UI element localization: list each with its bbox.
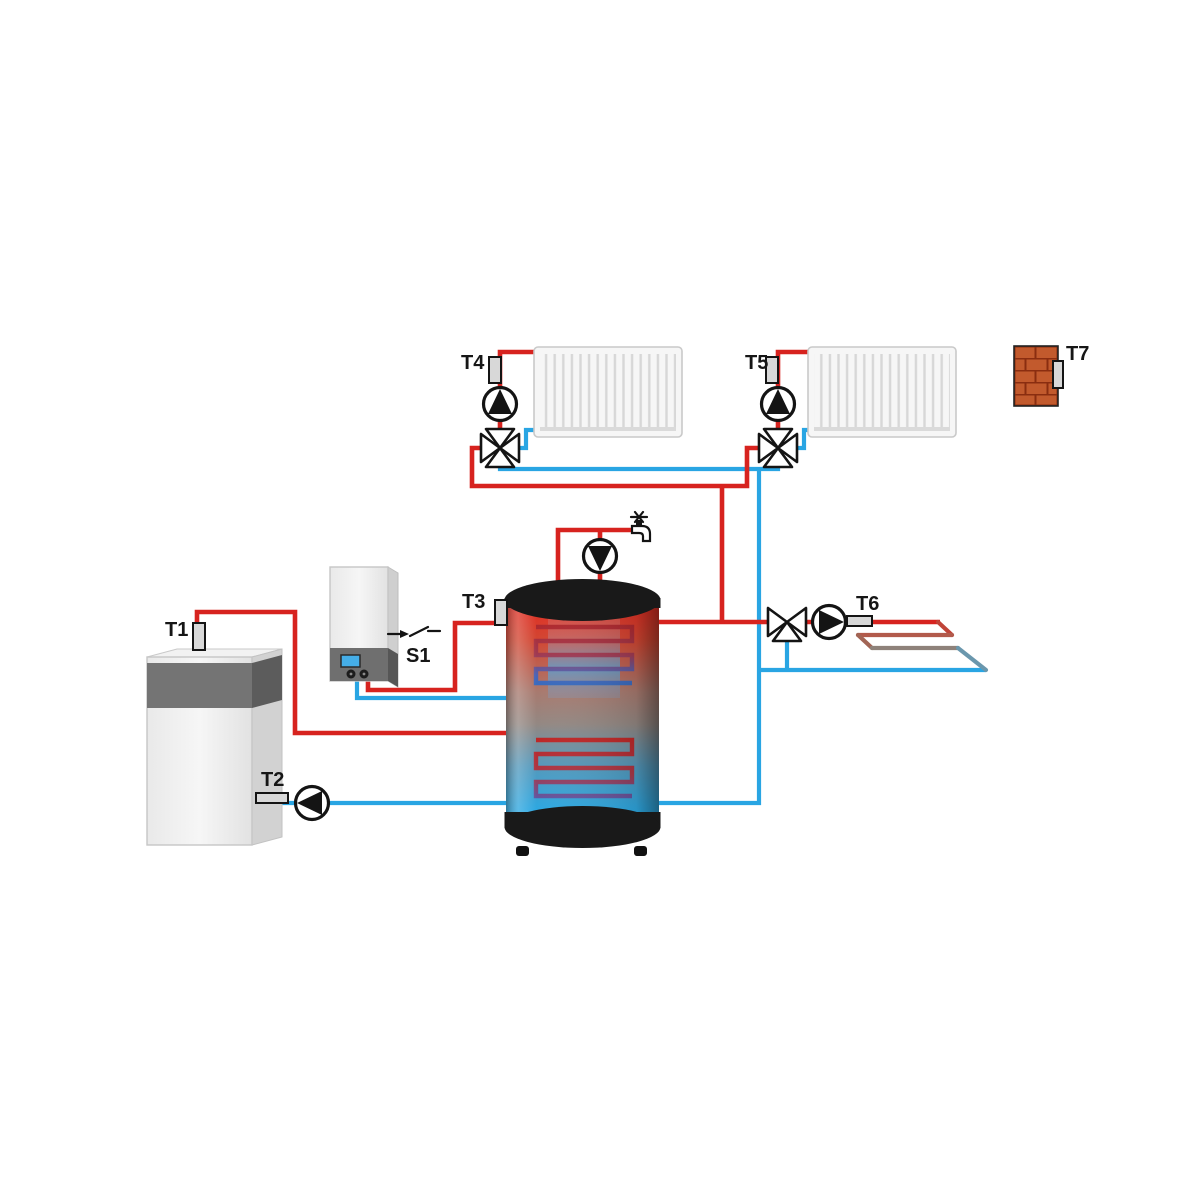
cold-pipe-radiator-return-header [497,463,781,472]
three-way-mixing-valve [766,606,808,643]
label-t7: T7 [1066,343,1089,365]
pump-dhw [581,537,619,575]
electrical-switch [386,625,442,638]
pump-boiler-return [293,784,331,822]
panel-radiator-1 [533,346,683,438]
tank-bottom-cap [504,806,661,848]
four-way-mixing-valve-2 [757,427,799,469]
tank-top-cap [504,579,661,621]
buffer-storage-tank [504,579,661,856]
labels: T1 T2 T3 T4 T5 T6 T7 S1 [165,343,1089,791]
label-t1: T1 [165,619,188,641]
floor-loop-diag1 [935,619,955,638]
tank-foot [634,846,647,856]
boiler-band [147,663,252,708]
label-t6: T6 [856,593,879,615]
sensor-t6 [846,615,873,627]
sensor-t7 [1052,360,1064,389]
sensor-t1 [192,622,206,651]
boiler-display [340,654,361,668]
sensor-t3 [494,599,508,626]
cold-pipe-wall-boiler-return [354,679,512,701]
pump-radiator-2 [759,385,797,423]
four-way-mixing-valve-1 [479,427,521,469]
label-s1: S1 [406,645,430,667]
hot-water-tap-icon [629,510,652,543]
sensor-t2 [255,792,289,804]
wall-hung-boiler [329,566,399,688]
underfloor-heating-loop [855,619,989,673]
label-t2: T2 [261,769,284,791]
cold-pipe-radiator1-elbow [517,427,540,451]
brick-chimney [1013,345,1059,407]
switch-arrow [400,630,409,638]
hot-pipe-radiator-header [469,445,760,489]
panel-radiator-2 [807,346,957,438]
temperature-sensors [192,356,1064,804]
sensor-t4 [488,356,502,384]
hot-pipe-tank-top [555,527,632,585]
label-t5: T5 [745,352,768,374]
solid-fuel-boiler [146,648,283,846]
cold-pipe-right-drop-to-tank [655,469,762,806]
pump-radiator-1 [481,385,519,423]
pump-floor-loop [810,603,848,641]
label-t4: T4 [461,352,485,374]
sensor-t5 [765,356,779,384]
floor-loop-diag2 [855,632,875,651]
floor-loop-diag3 [955,645,989,673]
tank-foot [516,846,529,856]
label-t3: T3 [462,591,485,613]
hot-pipe-wall-boiler-flow [365,620,512,693]
